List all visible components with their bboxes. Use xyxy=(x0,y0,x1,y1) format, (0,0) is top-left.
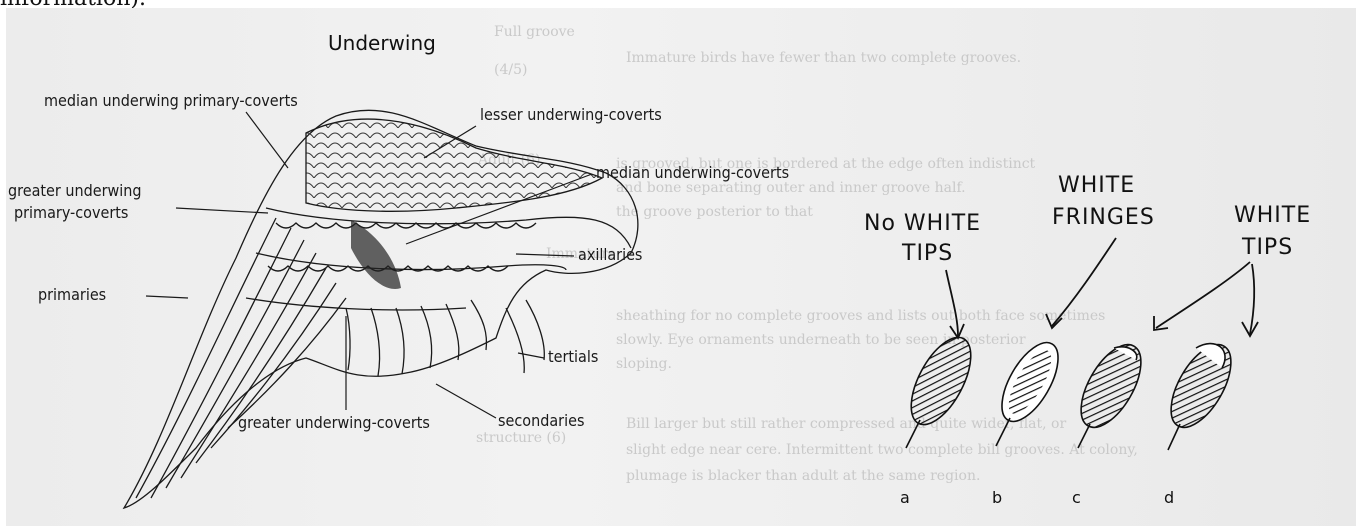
note-fringes-1: WHITE xyxy=(1058,173,1135,198)
bleed-line-10: plumage is blacker than adult at the sam… xyxy=(626,468,980,484)
bleed-line-3: and bone separating outer and inner groo… xyxy=(616,180,966,196)
label-tertials: tertials xyxy=(548,347,598,366)
feather-d xyxy=(1159,335,1243,450)
figure-svg: Full groove (4/5) Immature birds have fe… xyxy=(6,8,1356,526)
label-greater-primary-coverts-1: greater underwing xyxy=(8,181,142,200)
bleed-side-2: (4/5) xyxy=(494,62,527,78)
leader-greater-primary-coverts xyxy=(176,208,268,213)
underwing-illustration xyxy=(124,110,638,508)
bleed-line-1: Immature birds have fewer than two compl… xyxy=(626,50,1021,66)
note-no-white-1: No WHITE xyxy=(864,211,981,236)
letter-b: b xyxy=(992,488,1002,507)
label-primaries: primaries xyxy=(38,285,106,304)
letter-a: a xyxy=(900,488,910,507)
leader-median-primary-coverts xyxy=(246,112,288,168)
feather-c xyxy=(1069,335,1153,448)
letter-c: c xyxy=(1072,488,1081,507)
feather-letters: a b c d xyxy=(900,488,1174,507)
bleed-line-4: the groove posterior to that xyxy=(616,204,813,220)
bleed-line-7: sloping. xyxy=(616,356,672,372)
note-no-white-2: TIPS xyxy=(901,241,953,266)
label-median-primary-coverts: median underwing primary-coverts xyxy=(44,91,298,110)
scanned-page: Full groove (4/5) Immature birds have fe… xyxy=(6,8,1356,526)
leader-tertials xyxy=(518,353,544,358)
letter-d: d xyxy=(1164,488,1174,507)
label-greater-coverts: greater underwing-coverts xyxy=(238,413,430,432)
note-fringes-2: FRINGES xyxy=(1052,205,1155,230)
note-tips-2: TIPS xyxy=(1241,235,1293,260)
label-greater-primary-coverts-2: primary-coverts xyxy=(14,203,128,222)
leader-secondaries xyxy=(436,384,496,418)
label-secondaries: secondaries xyxy=(498,411,584,430)
bleed-line-9: slight edge near cere. Intermittent two … xyxy=(626,442,1138,458)
wing-title: Underwing xyxy=(328,31,436,55)
arrow-c xyxy=(1156,262,1250,328)
label-axillaries: axillaries xyxy=(578,245,642,264)
bleed-line-8: Bill larger but still rather compressed … xyxy=(626,416,1066,432)
note-tips-1: WHITE xyxy=(1234,203,1311,228)
bleed-side-1: Full groove xyxy=(494,24,575,40)
leader-primaries xyxy=(146,296,188,298)
bleed-line-5: sheathing for no complete grooves and li… xyxy=(616,308,1105,324)
arrow-d xyxy=(1250,264,1254,334)
arrow-a xyxy=(946,270,958,336)
label-median-coverts: median underwing-coverts xyxy=(596,163,789,182)
bleed-side-5: structure (6) xyxy=(476,430,566,446)
label-lesser-coverts: lesser underwing-coverts xyxy=(480,105,662,124)
